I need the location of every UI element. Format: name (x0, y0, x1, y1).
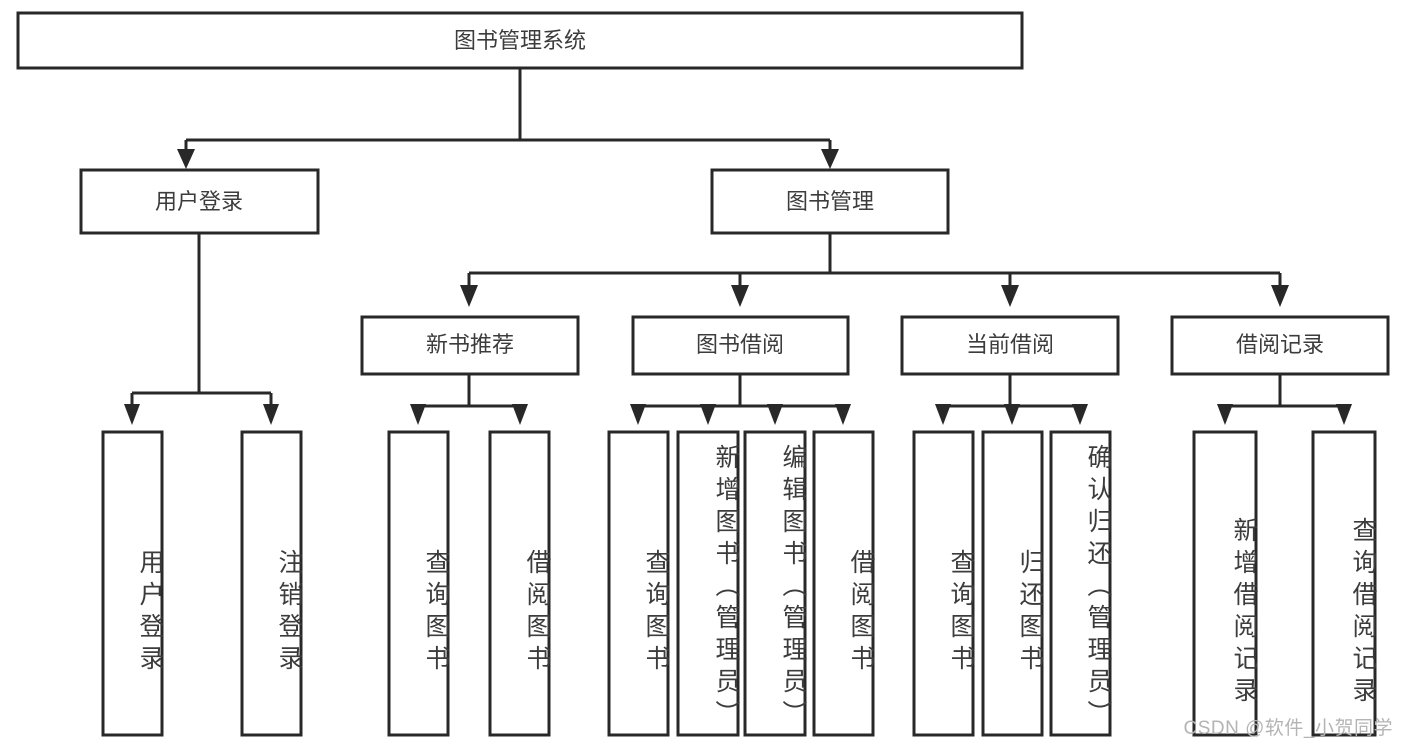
connector-group-borrow-record (1217, 374, 1352, 425)
leaf-query-record-box[interactable] (1311, 430, 1377, 737)
csdn-watermark: CSDN @软件_小贺同学 (1183, 718, 1393, 739)
arrowhead-book-management (821, 149, 839, 169)
leaf-query-book-3-box[interactable] (912, 430, 975, 737)
leaf-confirm-return-box[interactable] (1049, 430, 1112, 737)
arrowhead-book-borrow (731, 285, 749, 307)
leaf-add-book-box[interactable] (676, 430, 740, 737)
node-user-login-label: 用户登录 (155, 189, 243, 214)
node-root[interactable]: 图书管理系统 (16, 11, 1024, 70)
arrowhead-leaf-borrow-book-2 (835, 404, 851, 425)
leaf-user-logout[interactable] (240, 430, 303, 737)
leaf-edit-book-box[interactable] (743, 430, 807, 737)
leaf-query-book-2-box[interactable] (607, 430, 670, 737)
leaf-query-book-1-box[interactable] (387, 430, 450, 737)
leaf-query-book-1[interactable] (387, 430, 450, 737)
leaf-return-book[interactable] (981, 430, 1044, 737)
node-user-login-box[interactable] (79, 168, 320, 235)
arrowhead-leaf-user-login (124, 404, 140, 425)
leaf-add-record-box[interactable] (1192, 430, 1258, 737)
leaf-borrow-book-2[interactable] (812, 430, 875, 737)
leaf-return-book-box[interactable] (981, 430, 1044, 737)
leaf-add-book[interactable] (676, 430, 740, 737)
node-book-management[interactable]: 图书管理 (710, 168, 950, 235)
arrowhead-leaf-query-book-3 (935, 404, 951, 425)
leaf-add-record[interactable] (1192, 430, 1258, 737)
connector-group-root (177, 68, 839, 169)
connector-group-new-book-recommend (410, 374, 528, 425)
arrowhead-user-login (177, 149, 195, 169)
arrowhead-leaf-confirm-return (1072, 404, 1088, 425)
arrowhead-leaf-query-book-2 (630, 404, 646, 425)
node-root-box[interactable] (16, 11, 1024, 70)
node-borrow-record[interactable]: 借阅记录 (1170, 315, 1390, 376)
leaf-borrow-book-1[interactable] (488, 430, 551, 737)
leaf-query-book-2[interactable] (607, 430, 670, 737)
leaf-borrow-book-2-box[interactable] (812, 430, 875, 737)
arrowhead-current-borrow (1001, 285, 1019, 307)
node-book-management-label: 图书管理 (786, 189, 874, 214)
node-borrow-record-box[interactable] (1170, 315, 1390, 376)
node-current-borrow-box[interactable] (900, 315, 1120, 376)
node-user-login[interactable]: 用户登录 (79, 168, 320, 235)
node-borrow-record-label: 借阅记录 (1236, 332, 1324, 357)
connector-group-book-borrow (630, 374, 851, 425)
node-book-management-box[interactable] (710, 168, 950, 235)
leaf-query-record[interactable] (1311, 430, 1377, 737)
leaf-query-book-3[interactable] (912, 430, 975, 737)
leaf-borrow-book-1-box[interactable] (488, 430, 551, 737)
arrowhead-leaf-query-book-1 (410, 404, 426, 425)
connector-group-book-management (460, 233, 1289, 307)
arrowhead-leaf-user-logout (263, 404, 279, 425)
arrowhead-leaf-return-book (1004, 404, 1020, 425)
leaf-edit-book[interactable] (743, 430, 807, 737)
node-book-borrow-label: 图书借阅 (696, 332, 784, 357)
arrowhead-leaf-query-record (1336, 404, 1352, 425)
connector-group-current-borrow (935, 374, 1088, 425)
arrowhead-leaf-edit-book (767, 404, 783, 425)
node-book-borrow[interactable]: 图书借阅 (631, 315, 850, 376)
leaf-confirm-return[interactable] (1049, 430, 1112, 737)
node-current-borrow-label: 当前借阅 (966, 332, 1054, 357)
node-root-label: 图书管理系统 (454, 28, 586, 53)
node-book-borrow-box[interactable] (631, 315, 850, 376)
node-new-book-recommend-label: 新书推荐 (426, 332, 514, 357)
arrowhead-borrow-record (1271, 285, 1289, 307)
node-current-borrow[interactable]: 当前借阅 (900, 315, 1120, 376)
arrowhead-leaf-add-book (700, 404, 716, 425)
arrowhead-leaf-add-record (1217, 404, 1233, 425)
arrowhead-leaf-borrow-book-1 (512, 404, 528, 425)
leaf-user-login-box[interactable] (101, 430, 164, 737)
connector-group-user-login (124, 233, 279, 425)
node-new-book-recommend-box[interactable] (360, 315, 580, 376)
node-new-book-recommend[interactable]: 新书推荐 (360, 315, 580, 376)
leaf-user-logout-box[interactable] (240, 430, 303, 737)
leaf-user-login[interactable] (101, 430, 164, 737)
arrowhead-new-book-recommend (460, 285, 478, 307)
